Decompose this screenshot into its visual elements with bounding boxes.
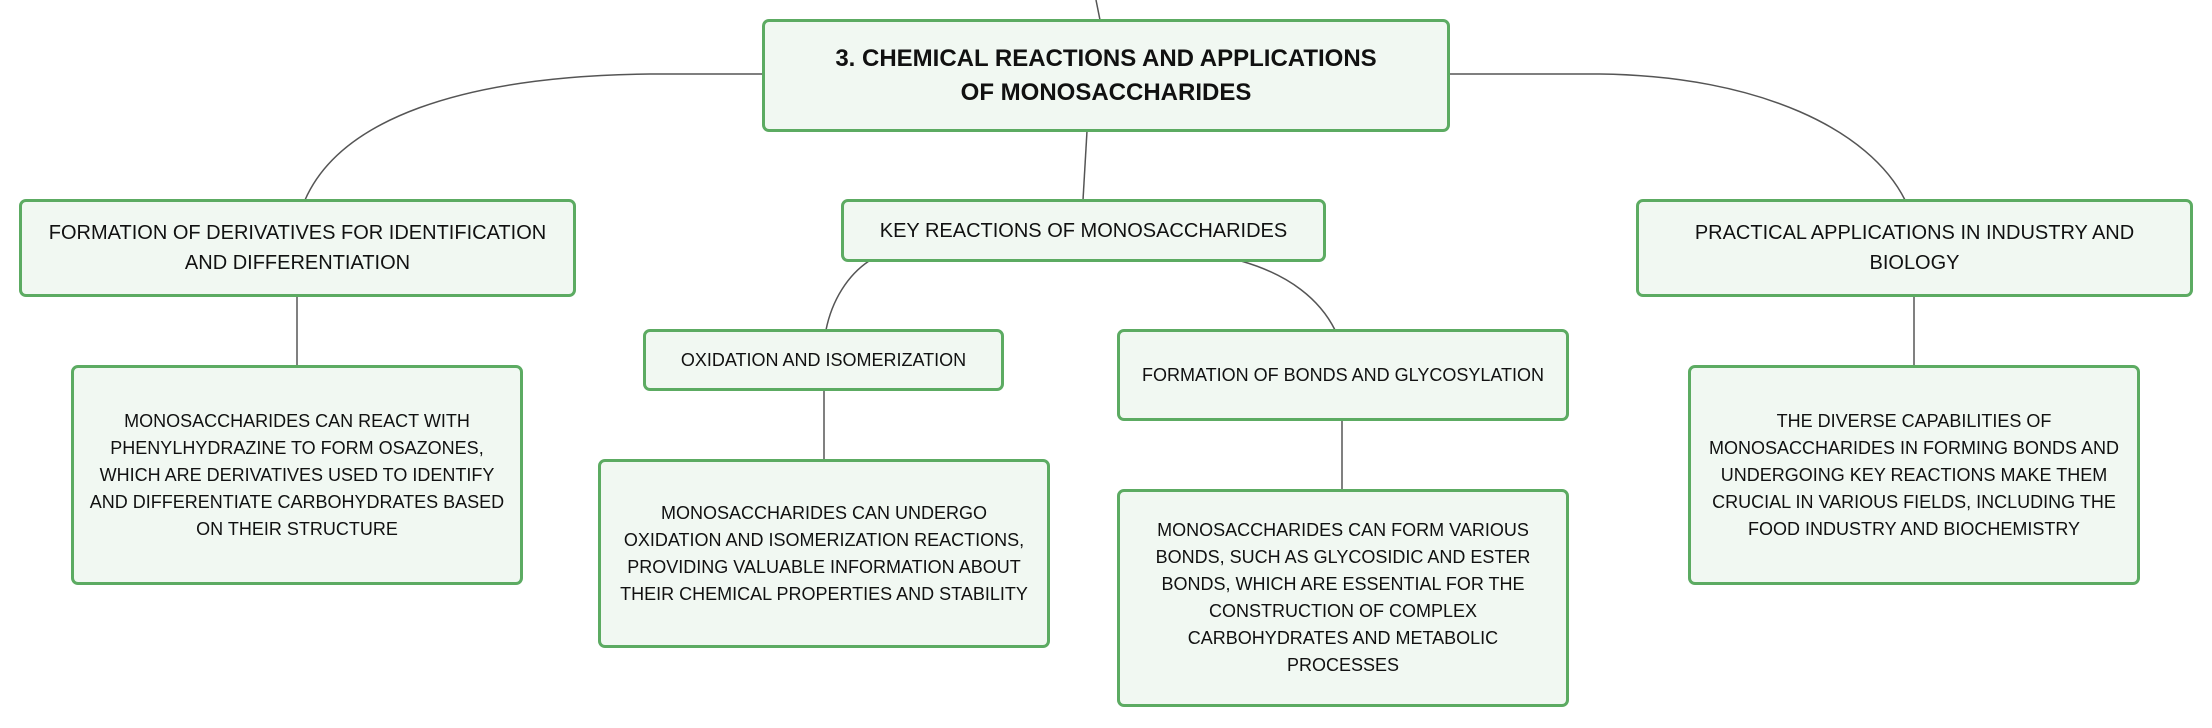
connector-root-to-key-reactions	[1082, 130, 1088, 201]
connector-from-parent	[1095, 0, 1101, 21]
derivatives-topic-node[interactable]: FORMATION OF DERIVATIVES FOR IDENTIFICAT…	[19, 199, 576, 297]
oxidation-topic-node[interactable]: OXIDATION AND ISOMERIZATION	[643, 329, 1004, 391]
connector-root-to-applications	[1449, 73, 1906, 201]
bonds-topic-node[interactable]: FORMATION OF BONDS AND GLYCOSYLATION	[1117, 329, 1569, 421]
applications-detail-text: THE DIVERSE CAPABILITIES OF MONOSACCHARI…	[1708, 410, 2120, 539]
applications-topic-label: PRACTICAL APPLICATIONS IN INDUSTRY AND B…	[1694, 222, 2135, 274]
derivatives-detail-text: MONOSACCHARIDES CAN REACT WITH PHENYLHYD…	[89, 410, 505, 539]
oxidation-detail-node[interactable]: MONOSACCHARIDES CAN UNDERGO OXIDATION AN…	[598, 459, 1050, 648]
connector-key-to-bonds	[1240, 260, 1336, 331]
root-topic-title: 3. CHEMICAL REACTIONS AND APPLICATIONS O…	[835, 44, 1377, 106]
key-reactions-topic-node[interactable]: KEY REACTIONS OF MONOSACCHARIDES	[841, 199, 1326, 262]
applications-topic-node[interactable]: PRACTICAL APPLICATIONS IN INDUSTRY AND B…	[1636, 199, 2193, 297]
derivatives-detail-node[interactable]: MONOSACCHARIDES CAN REACT WITH PHENYLHYD…	[71, 365, 523, 585]
root-topic-node[interactable]: 3. CHEMICAL REACTIONS AND APPLICATIONS O…	[762, 19, 1450, 132]
oxidation-detail-text: MONOSACCHARIDES CAN UNDERGO OXIDATION AN…	[620, 502, 1028, 604]
key-reactions-topic-label: KEY REACTIONS OF MONOSACCHARIDES	[879, 219, 1288, 242]
bonds-topic-label: FORMATION OF BONDS AND GLYCOSYLATION	[1141, 364, 1545, 385]
oxidation-topic-label: OXIDATION AND ISOMERIZATION	[680, 349, 967, 370]
connector-key-to-oxidation	[825, 260, 870, 331]
derivatives-topic-label: FORMATION OF DERIVATIVES FOR IDENTIFICAT…	[48, 222, 547, 274]
bonds-detail-node[interactable]: MONOSACCHARIDES CAN FORM VARIOUS BONDS, …	[1117, 489, 1569, 707]
bonds-detail-text: MONOSACCHARIDES CAN FORM VARIOUS BONDS, …	[1155, 520, 1531, 675]
connector-root-to-derivatives	[304, 73, 763, 201]
applications-detail-node[interactable]: THE DIVERSE CAPABILITIES OF MONOSACCHARI…	[1688, 365, 2140, 585]
